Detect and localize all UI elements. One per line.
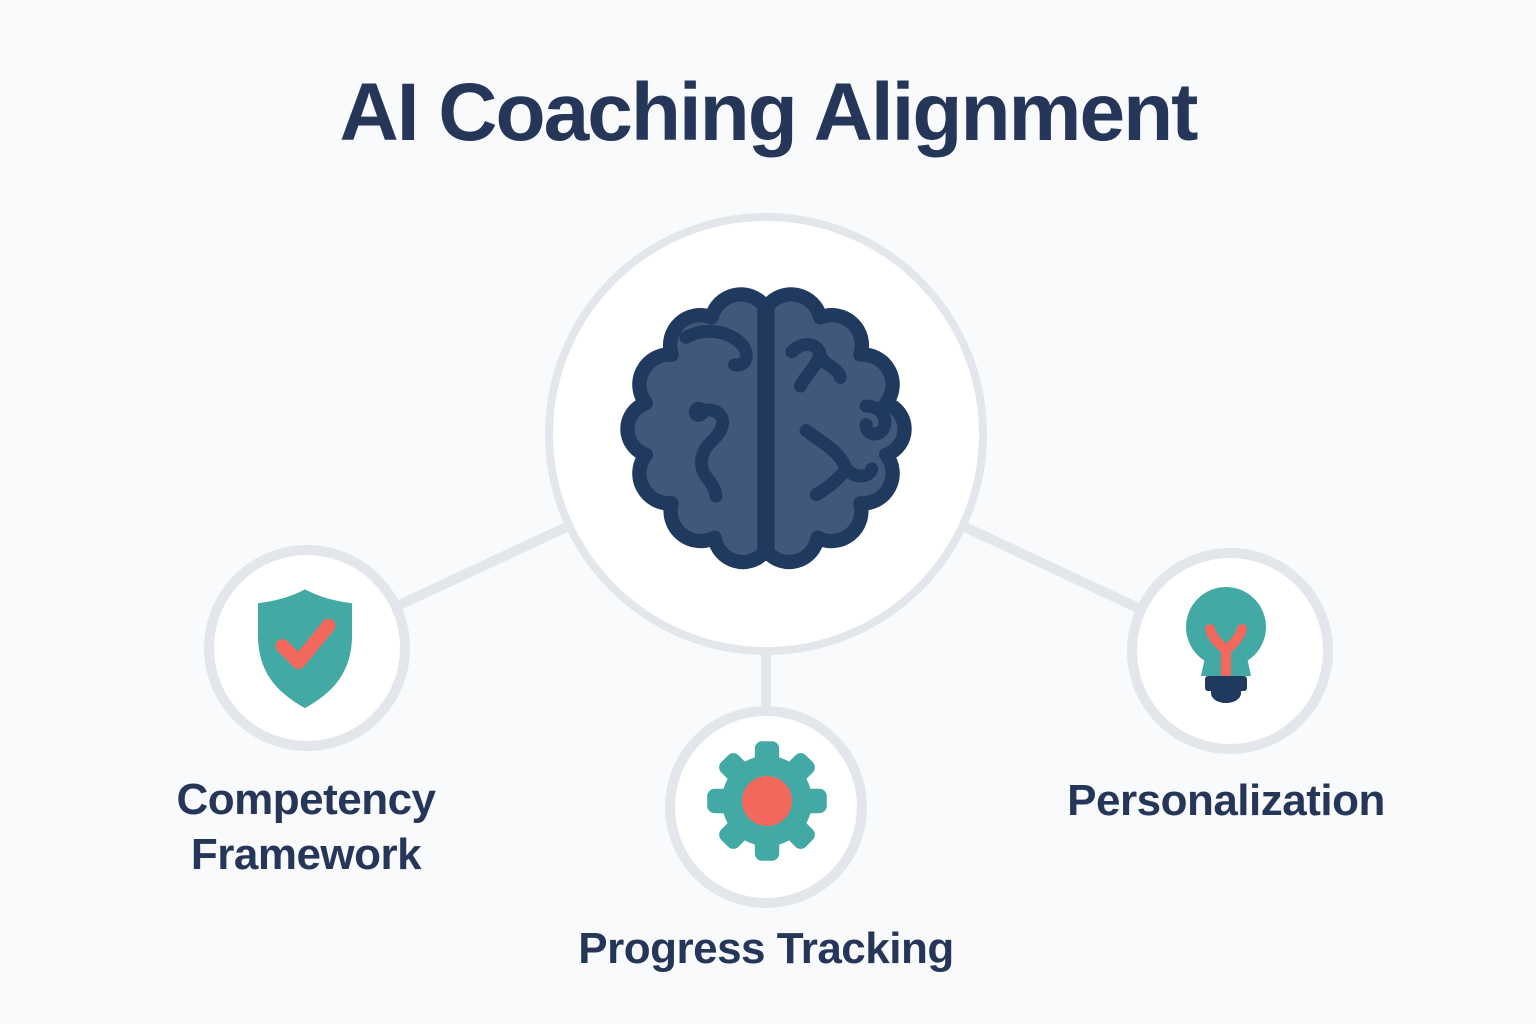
node-personalization xyxy=(1127,548,1333,754)
node-competency-framework xyxy=(204,545,410,751)
node-center-ai-brain xyxy=(545,213,987,655)
brain-fold-line xyxy=(839,462,879,483)
shield-check-icon xyxy=(257,589,353,709)
checkmark xyxy=(275,618,336,670)
brain-fold-line xyxy=(859,399,892,441)
gear-icon xyxy=(707,741,827,861)
bulb-cap xyxy=(1211,691,1241,703)
bulb-base xyxy=(1205,676,1247,691)
brain-icon xyxy=(620,294,904,562)
brain-folds xyxy=(679,325,892,503)
bulb-filament xyxy=(1205,624,1247,678)
node-label-progress-tracking: Progress Tracking xyxy=(578,924,954,973)
gear-hub xyxy=(741,775,793,827)
brain-fold-line xyxy=(679,325,753,372)
brain-fold-line xyxy=(793,348,827,393)
node-label-competency-framework: Competency Framework xyxy=(176,775,436,879)
node-label-personalization: Personalization xyxy=(1067,776,1385,825)
node-progress-tracking xyxy=(665,706,867,908)
brain-fold-line xyxy=(692,403,729,503)
lightbulb-icon xyxy=(1186,587,1266,703)
page-title: AI Coaching Alignment xyxy=(339,67,1199,158)
bulb-glass xyxy=(1186,587,1266,667)
